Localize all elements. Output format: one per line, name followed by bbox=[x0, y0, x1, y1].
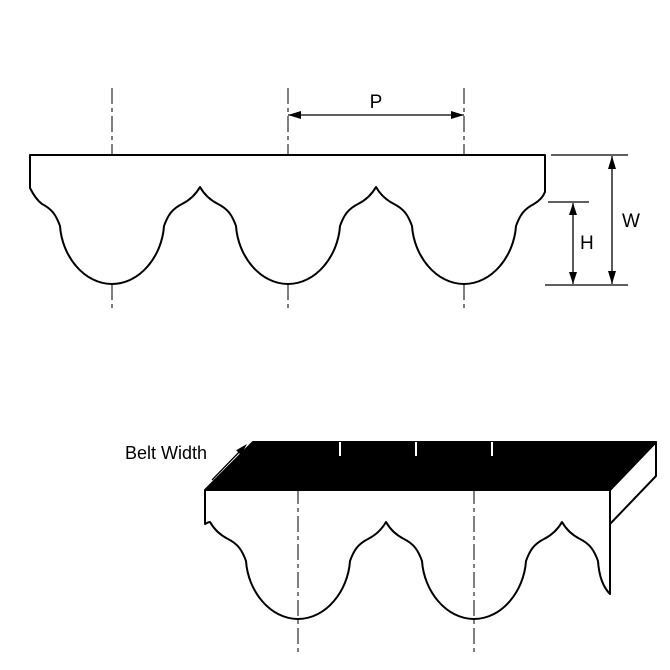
belt-3d-view: Belt Width bbox=[125, 441, 657, 652]
pitch-arrow-left bbox=[288, 111, 301, 119]
tooth-height-label: H bbox=[580, 233, 594, 254]
height-arrow-bottom bbox=[569, 272, 577, 284]
belt-cross-section-view: P W H bbox=[29, 88, 640, 312]
width-arrow-bottom bbox=[608, 271, 616, 284]
width-arrow-top bbox=[608, 156, 616, 169]
belt-width-label: Belt Width bbox=[125, 443, 207, 463]
belt-front-face bbox=[204, 489, 611, 620]
pitch-arrow-right bbox=[451, 111, 464, 119]
overall-height-dimension: W bbox=[545, 154, 640, 286]
height-arrow-top bbox=[569, 203, 577, 215]
pitch-label: P bbox=[370, 92, 383, 113]
belt-profile-path bbox=[29, 154, 546, 285]
pitch-dimension: P bbox=[288, 92, 464, 119]
belt-top-face bbox=[204, 441, 657, 491]
tooth-height-dimension: H bbox=[548, 201, 594, 284]
belt-width-callout: Belt Width bbox=[125, 443, 247, 481]
belt-width-arrowhead bbox=[236, 444, 247, 455]
overall-height-label: W bbox=[622, 211, 640, 232]
